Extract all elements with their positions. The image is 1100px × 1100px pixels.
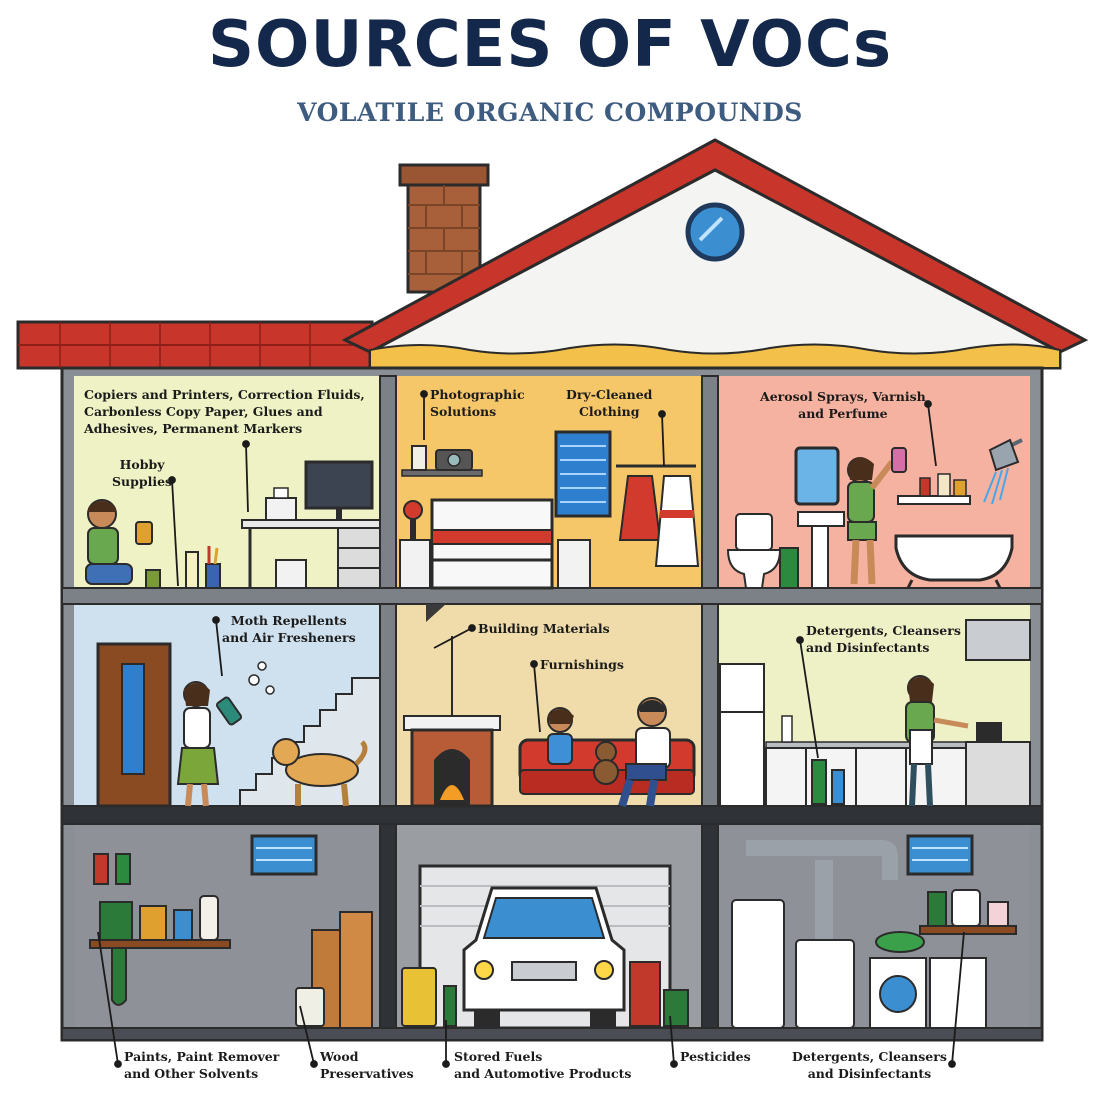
left-roof bbox=[16, 320, 374, 370]
office-scene bbox=[85, 460, 381, 589]
gable-roof bbox=[341, 138, 1089, 370]
garage-scene bbox=[401, 864, 689, 1030]
page-subtitle: VOLATILE ORGANIC COMPOUNDS bbox=[297, 98, 803, 127]
page-title: SOURCES OF VOCs bbox=[207, 8, 893, 82]
label-building-materials: Building Materials bbox=[478, 621, 610, 636]
label-pesticides: Pesticides bbox=[680, 1049, 751, 1064]
kitchen-scene bbox=[719, 619, 1031, 807]
bathroom-scene bbox=[726, 438, 1023, 589]
bedroom-scene bbox=[399, 430, 700, 590]
laundry-scene bbox=[731, 834, 1017, 1029]
label-office-sources: Copiers and Printers, Correction Fluids,… bbox=[84, 387, 365, 436]
hallway-scene bbox=[96, 642, 381, 808]
living-room-scene bbox=[403, 604, 696, 808]
label-furnishings: Furnishings bbox=[540, 657, 624, 672]
callout-lines bbox=[97, 390, 965, 1068]
